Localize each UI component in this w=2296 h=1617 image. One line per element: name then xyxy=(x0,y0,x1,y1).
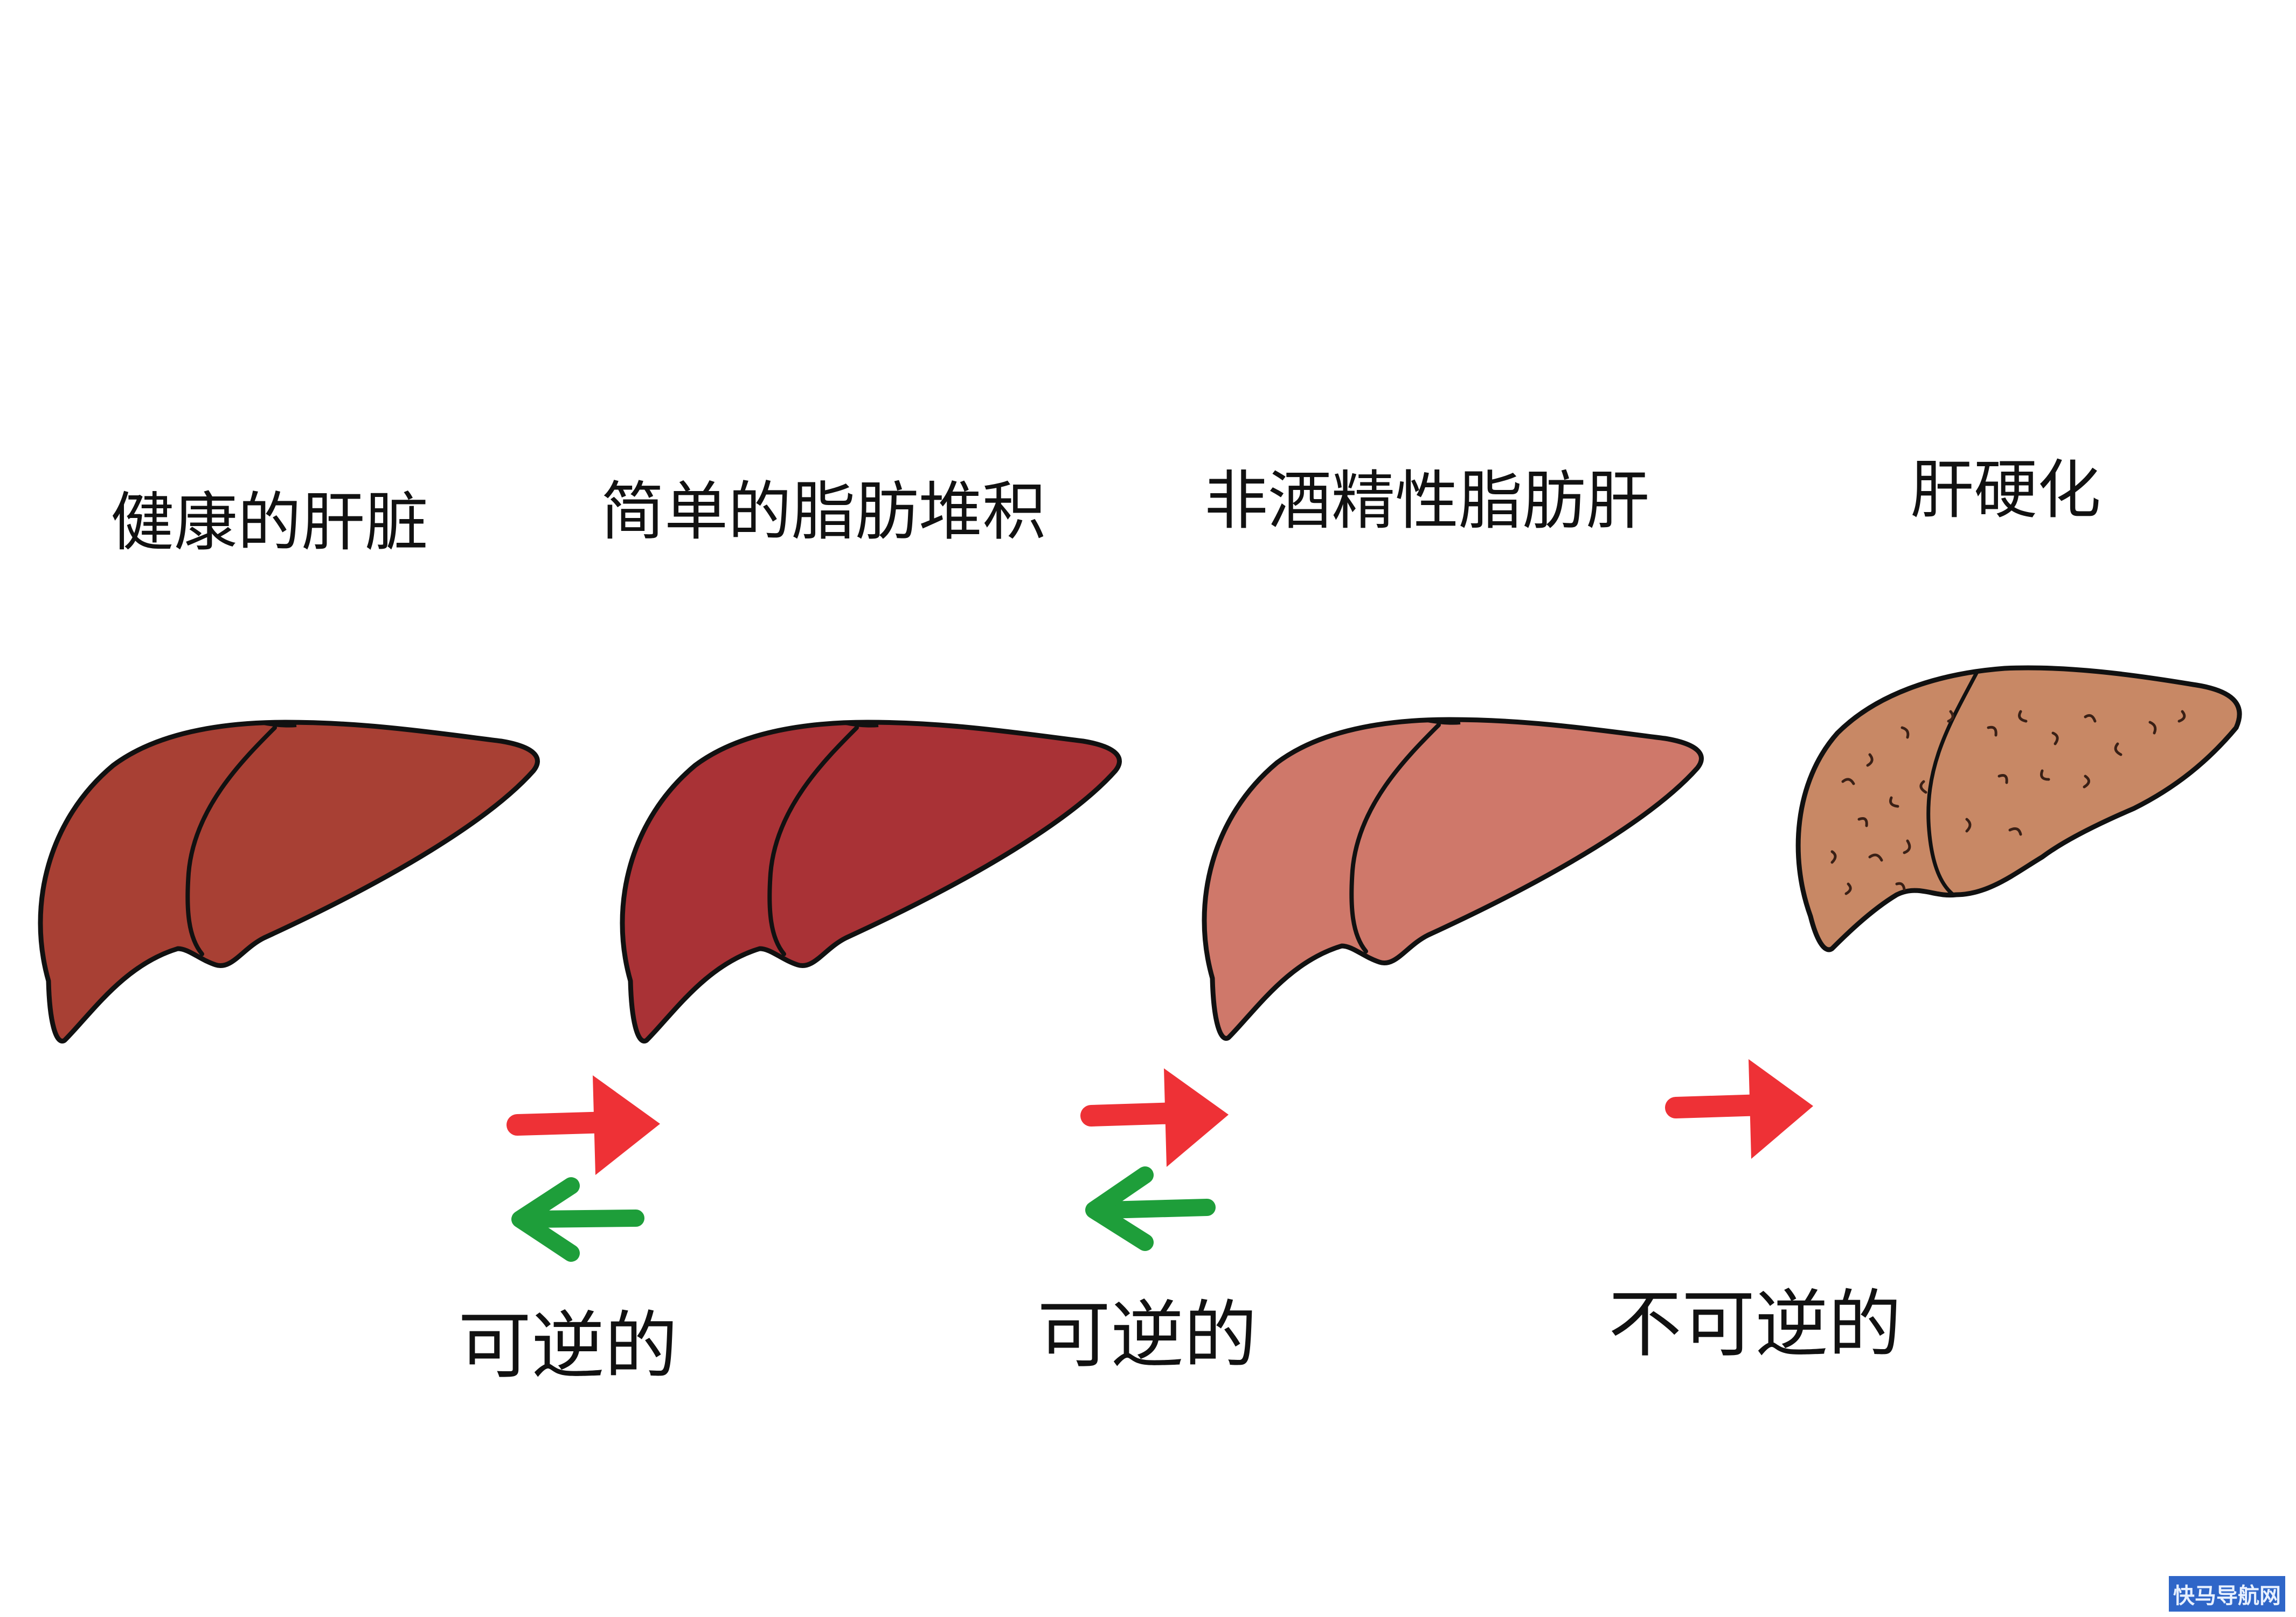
stage-label-healthy: 健康的肝脏 xyxy=(110,485,429,559)
forward-arrow-1 xyxy=(507,1075,660,1175)
liver-fatty xyxy=(622,722,1120,1041)
stage-label-fatty: 简单的脂肪堆积 xyxy=(601,474,1046,549)
backward-arrow-2 xyxy=(1085,1166,1216,1251)
transition-label-1: 可逆的 xyxy=(458,1304,678,1389)
stage-label-nafld: 非酒精性脂肪肝 xyxy=(1204,464,1650,538)
backward-arrow-1 xyxy=(511,1177,644,1262)
transition-2-arrows xyxy=(1080,1068,1229,1251)
liver-cirrhosis xyxy=(1795,665,2242,952)
liver-healthy xyxy=(40,722,538,1041)
liver-nafld xyxy=(1204,720,1702,1039)
transition-3-arrows xyxy=(1665,1059,1813,1159)
stage-label-cirrhosis: 肝硬化 xyxy=(1910,453,2101,527)
transition-label-3: 不可逆的 xyxy=(1608,1282,1902,1367)
transition-label-2: 可逆的 xyxy=(1037,1293,1257,1378)
transition-1-arrows xyxy=(507,1075,660,1262)
forward-arrow-3 xyxy=(1665,1059,1813,1159)
forward-arrow-2 xyxy=(1080,1068,1229,1167)
watermark: 快马导航网 xyxy=(2169,1576,2285,1612)
